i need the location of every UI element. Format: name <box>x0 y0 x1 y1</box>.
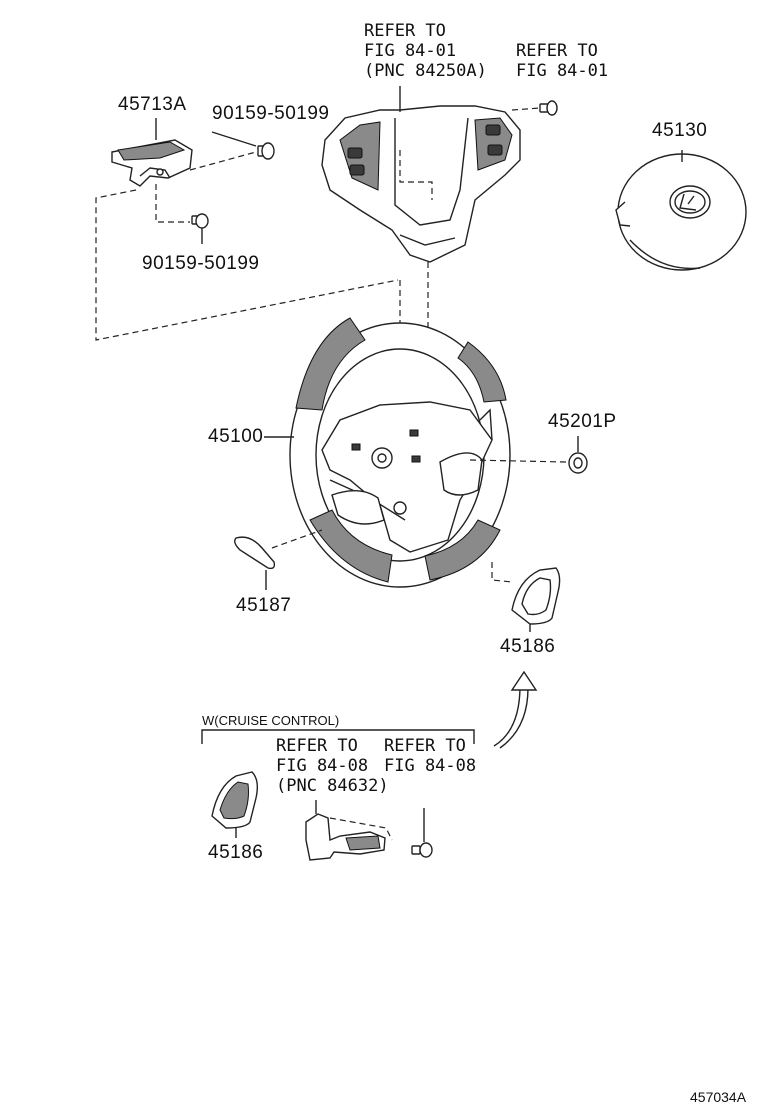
label-45186-main: 45186 <box>500 636 556 657</box>
upward-arrow-icon <box>493 670 538 749</box>
cover-45186-main[interactable] <box>511 567 561 625</box>
leader-bezel-inner <box>399 150 433 200</box>
leader-45187-wheel <box>271 529 323 549</box>
leader-45186-wheel <box>491 562 513 583</box>
part-45713A-bracket[interactable] <box>111 139 193 187</box>
label-90159-50199-top: 90159-50199 <box>212 103 330 124</box>
label-ref4-line2: FIG 84-08 <box>384 756 477 776</box>
label-ref3-line2: FIG 84-08 <box>276 756 369 776</box>
bolt-90159-50199-bottom[interactable] <box>191 213 209 229</box>
steering-wheel-45100[interactable] <box>289 317 511 588</box>
label-45100: 45100 <box>208 426 264 447</box>
leader-nut-wheel <box>469 459 567 463</box>
cruise-screw[interactable] <box>411 842 433 858</box>
leader-cruise-dash <box>329 817 393 841</box>
cruise-control-switch[interactable] <box>305 813 386 861</box>
label-cruise-control: W(CRUISE CONTROL) <box>202 713 340 728</box>
cruise-control-bracket <box>201 729 475 744</box>
leader-45713A-wheel <box>95 189 399 341</box>
label-ref1-line2: FIG 84-01 <box>364 41 457 61</box>
label-ref2-line2: FIG 84-01 <box>516 61 609 81</box>
label-ref1-line3: (PNC 84250A) <box>364 61 487 81</box>
lexus-emblem-icon <box>679 193 697 211</box>
bolt-90159-50199-top[interactable] <box>257 142 275 160</box>
label-45130: 45130 <box>652 120 708 141</box>
label-45186-inset: 45186 <box>208 842 264 863</box>
label-ref3-line3: (PNC 84632) <box>276 776 389 796</box>
figure-id: 457034A <box>690 1089 747 1105</box>
label-45713A: 45713A <box>118 94 187 115</box>
label-ref1-line1: REFER TO <box>364 21 446 41</box>
label-90159-50199-bottom: 90159-50199 <box>142 253 260 274</box>
leader-90159-top <box>211 131 257 147</box>
bezel-screw[interactable] <box>539 100 558 116</box>
label-ref4-line1: REFER TO <box>384 736 466 756</box>
label-ref3-line1: REFER TO <box>276 736 358 756</box>
leader-ref2 <box>511 107 541 111</box>
leader-bolt-top <box>189 151 257 171</box>
nut-45201P[interactable] <box>568 452 588 474</box>
steering-switch-bezel[interactable] <box>321 105 521 263</box>
cover-45187[interactable] <box>233 536 276 570</box>
cover-45186-inset[interactable] <box>211 771 259 829</box>
airbag-45130[interactable] <box>615 153 747 271</box>
leader-bolt-bottom <box>155 184 190 223</box>
label-45187: 45187 <box>236 595 292 616</box>
label-45201P: 45201P <box>548 411 617 432</box>
label-ref2-line1: REFER TO <box>516 41 598 61</box>
